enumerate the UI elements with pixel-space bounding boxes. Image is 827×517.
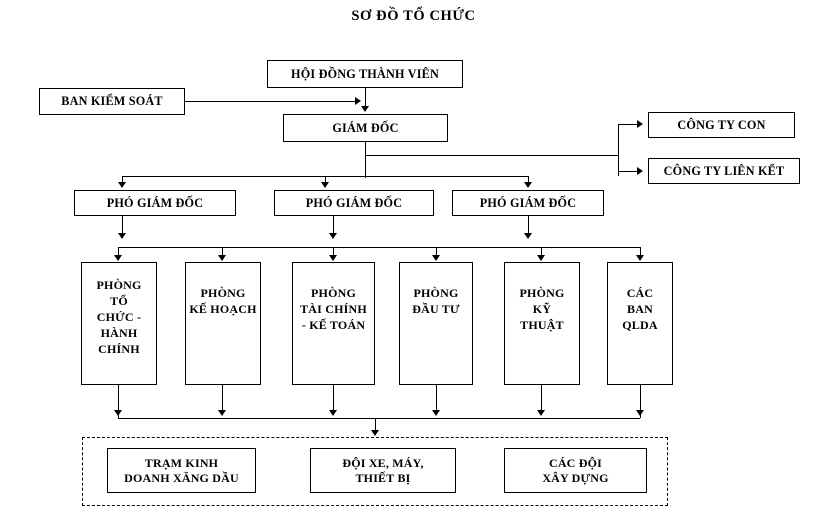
arrow-control-to-director xyxy=(355,96,361,105)
connector-dept-drop-2 xyxy=(222,247,223,256)
node-unit-3[interactable]: CÁC ĐỘI XÂY DỰNG xyxy=(504,448,647,493)
arrow-dept-6 xyxy=(635,255,644,261)
arrow-deputy-1 xyxy=(117,182,126,188)
connector-deputy2-stem xyxy=(333,216,334,235)
arrow-to-affiliate xyxy=(637,166,643,175)
page-title: SƠ ĐỒ TỔ CHỨC xyxy=(351,8,476,24)
node-members-council[interactable]: HỘI ĐỒNG THÀNH VIÊN xyxy=(267,60,463,88)
arrow-unit-riser-2 xyxy=(217,410,226,416)
node-department-4[interactable]: PHÒNG ĐẦU TƯ xyxy=(399,262,473,385)
connector-council-to-director xyxy=(365,88,366,108)
connector-department-bus xyxy=(118,247,640,248)
connector-unit-riser-6 xyxy=(640,385,641,412)
connector-to-affiliate xyxy=(618,171,638,172)
arrow-to-subsidiary xyxy=(637,119,643,128)
arrow-dept-1 xyxy=(113,255,122,261)
connector-dept-drop-6 xyxy=(640,247,641,256)
unit-group-container xyxy=(82,437,668,506)
node-department-5[interactable]: PHÒNG KỸ THUẬT xyxy=(504,262,580,385)
connector-dept-drop-5 xyxy=(541,247,542,256)
connector-deputy3-stem xyxy=(528,216,529,235)
node-deputy-director-3[interactable]: PHÓ GIÁM ĐỐC xyxy=(452,190,604,216)
node-department-2[interactable]: PHÒNG KẾ HOẠCH xyxy=(185,262,261,385)
connector-unit-bus-left-cap xyxy=(118,413,119,418)
node-unit-1[interactable]: TRẠM KINH DOANH XĂNG DẦU xyxy=(107,448,256,493)
connector-to-subsidiary xyxy=(618,124,638,125)
node-unit-2[interactable]: ĐỘI XE, MÁY, THIẾT BỊ xyxy=(310,448,456,493)
arrow-unit-group-drop xyxy=(370,430,379,436)
arrow-deputy1-stem xyxy=(117,233,126,239)
node-affiliate[interactable]: CÔNG TY LIÊN KẾT xyxy=(648,158,800,184)
arrow-deputy2-stem xyxy=(328,233,337,239)
connector-unit-riser-3 xyxy=(333,385,334,412)
connector-deputy-drop-1 xyxy=(122,176,123,184)
node-deputy-director-2[interactable]: PHÓ GIÁM ĐỐC xyxy=(274,190,434,216)
connector-unit-riser-2 xyxy=(222,385,223,412)
arrow-deputy3-stem xyxy=(523,233,532,239)
arrow-unit-riser-4 xyxy=(431,410,440,416)
node-department-1[interactable]: PHÒNG TỔ CHỨC - HÀNH CHÍNH xyxy=(81,262,157,385)
connector-director-to-right-branch xyxy=(365,155,618,156)
connector-deputy1-stem xyxy=(122,216,123,235)
node-department-3[interactable]: PHÒNG TÀI CHÍNH - KẾ TOÁN xyxy=(292,262,375,385)
node-subsidiary[interactable]: CÔNG TY CON xyxy=(648,112,795,138)
connector-unit-riser-1 xyxy=(118,385,119,412)
arrow-dept-5 xyxy=(536,255,545,261)
node-control-board[interactable]: BAN KIỂM SOÁT xyxy=(39,88,185,115)
arrow-council-to-director xyxy=(360,106,369,112)
arrow-dept-3 xyxy=(328,255,337,261)
arrow-dept-4 xyxy=(431,255,440,261)
connector-dept-drop-3 xyxy=(333,247,334,256)
arrow-unit-riser-6 xyxy=(635,410,644,416)
connector-deputy-drop-2 xyxy=(325,176,326,184)
connector-unit-group-drop xyxy=(375,418,376,432)
connector-right-branch-riser xyxy=(618,124,619,176)
connector-unit-bus xyxy=(118,418,640,419)
connector-dept-drop-1 xyxy=(118,247,119,256)
arrow-dept-2 xyxy=(217,255,226,261)
arrow-unit-riser-1 xyxy=(113,410,122,416)
node-deputy-director-1[interactable]: PHÓ GIÁM ĐỐC xyxy=(74,190,236,216)
arrow-unit-riser-3 xyxy=(328,410,337,416)
arrow-unit-riser-5 xyxy=(536,410,545,416)
connector-control-to-director xyxy=(185,101,356,102)
connector-unit-bus-right-cap xyxy=(640,413,641,418)
arrow-deputy-2 xyxy=(320,182,329,188)
connector-unit-riser-4 xyxy=(436,385,437,412)
connector-dept-drop-4 xyxy=(436,247,437,256)
node-department-6[interactable]: CÁC BAN QLDA xyxy=(607,262,673,385)
connector-deputy-drop-3 xyxy=(528,176,529,184)
arrow-deputy-3 xyxy=(523,182,532,188)
connector-unit-riser-5 xyxy=(541,385,542,412)
connector-director-stem xyxy=(365,142,366,178)
node-director[interactable]: GIÁM ĐỐC xyxy=(283,114,448,142)
